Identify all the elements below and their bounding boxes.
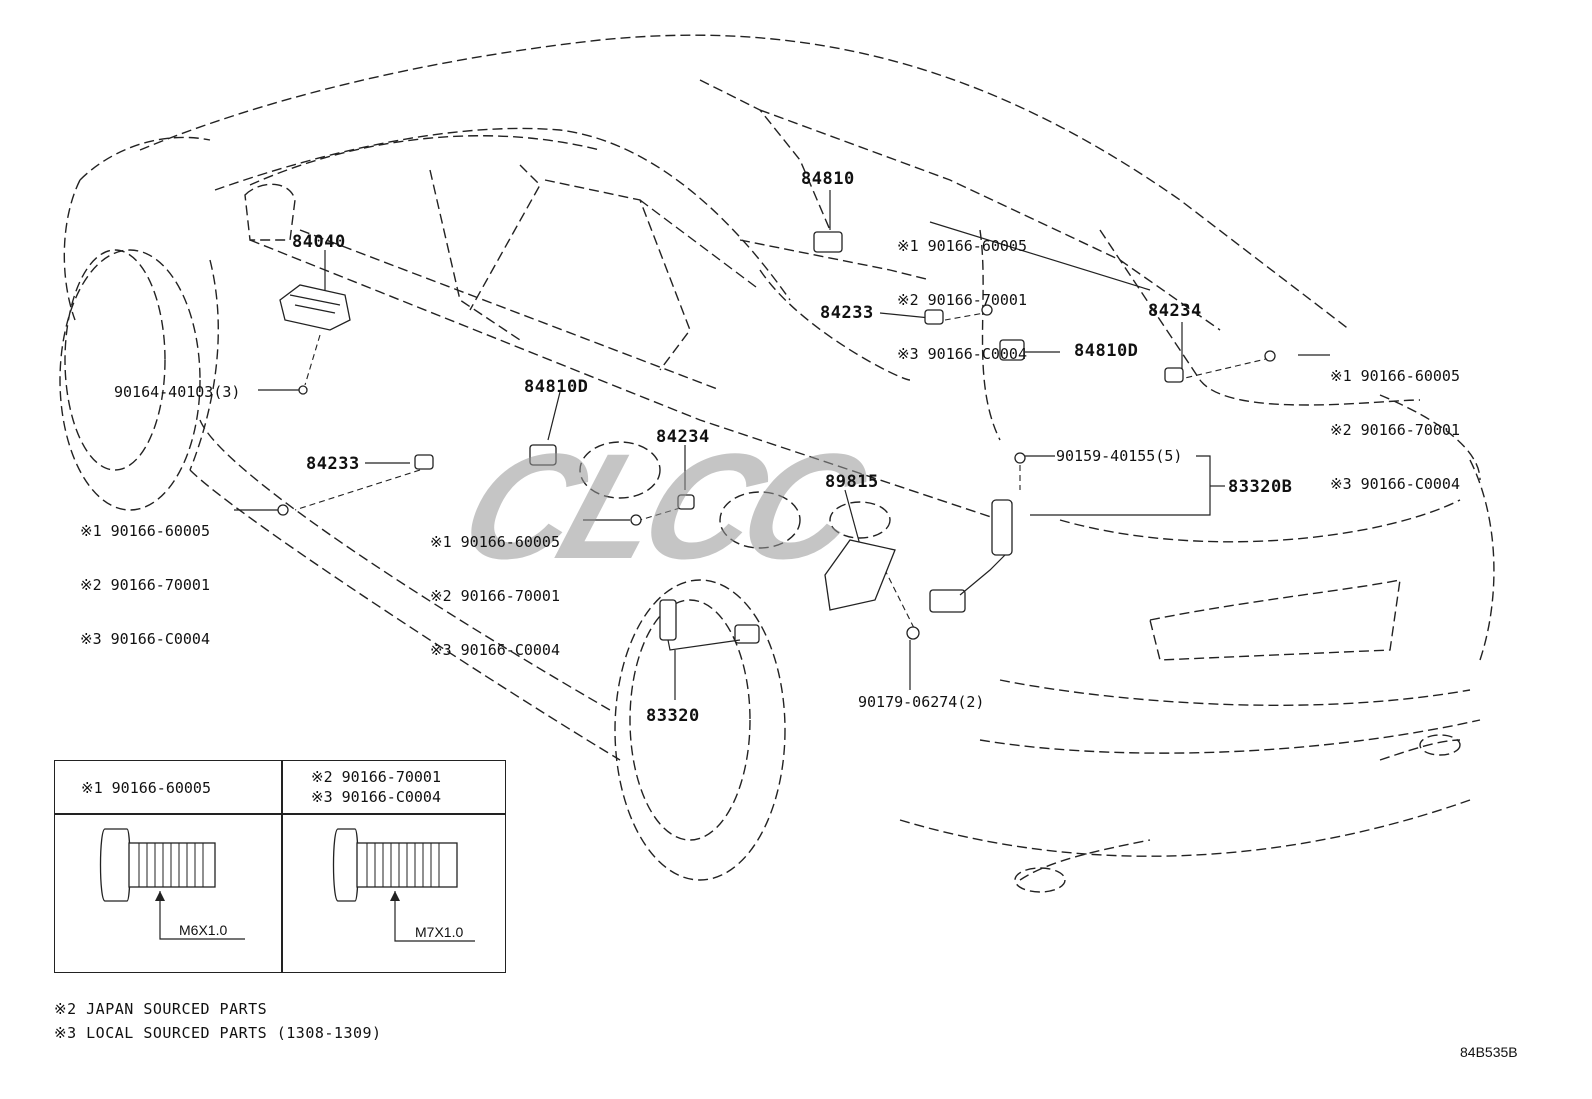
note-local-sourced: ※3 LOCAL SOURCED PARTS (1308-1309) <box>54 1024 382 1042</box>
screw-group-line: ※2 90166-70001 <box>897 291 1027 309</box>
figure-code: 84B535B <box>1460 1044 1518 1060</box>
legend-col1-dimension: M6X1.0 <box>179 922 228 938</box>
screw-group-line: ※3 90166-C0004 <box>430 641 560 659</box>
screw-group-line: ※2 90166-70001 <box>430 587 560 605</box>
part-label-84234-upper: 84234 <box>1148 301 1202 321</box>
table-divider-vertical <box>281 761 283 972</box>
screw-group-line: ※1 90166-60005 <box>1330 367 1460 385</box>
screw-group-line: ※2 90166-70001 <box>80 576 210 594</box>
part-label-84810D-lower: 84810D <box>524 377 589 397</box>
legend-col2-dimension: M7X1.0 <box>415 924 464 940</box>
legend-col1-header: ※1 90166-60005 <box>81 779 211 797</box>
screw-group-line: ※3 90166-C0004 <box>1330 475 1460 493</box>
part-label-89815: 89815 <box>825 472 879 492</box>
screw-group-line: ※1 90166-60005 <box>430 533 560 551</box>
part-label-84040: 84040 <box>292 232 346 252</box>
legend-col2-header-line2: ※3 90166-C0004 <box>311 788 441 806</box>
part-label-83320B: 83320B <box>1228 477 1293 497</box>
screw-group-middle: ※1 90166-60005 ※2 90166-70001 ※3 90166-C… <box>430 497 560 695</box>
screw-label-90179: 90179-06274(2) <box>858 693 985 711</box>
part-label-84810: 84810 <box>801 169 855 189</box>
part-label-84233-upper: 84233 <box>820 303 874 323</box>
screw-group-right: ※1 90166-60005 ※2 90166-70001 ※3 90166-C… <box>1330 331 1460 529</box>
screw-group-line: ※2 90166-70001 <box>1330 421 1460 439</box>
bolt-m6-shank <box>128 842 216 888</box>
legend-col2-header-line1: ※2 90166-70001 <box>311 768 441 786</box>
screw-legend-table: ※1 90166-60005 ※2 90166-70001 ※3 90166-C… <box>54 760 506 973</box>
bolt-m6-head <box>99 828 131 902</box>
screw-group-left: ※1 90166-60005 ※2 90166-70001 ※3 90166-C… <box>80 486 210 684</box>
bolt-illustrations <box>99 828 475 942</box>
part-label-84233-lower: 84233 <box>306 454 360 474</box>
part-label-84810D-upper: 84810D <box>1074 341 1139 361</box>
part-label-83320: 83320 <box>646 706 700 726</box>
table-divider-horizontal <box>55 813 505 815</box>
screw-group-line: ※1 90166-60005 <box>80 522 210 540</box>
bolt-m7-head <box>332 828 359 902</box>
screw-label-90159: 90159-40155(5) <box>1056 447 1183 465</box>
part-label-84234-lower: 84234 <box>656 427 710 447</box>
screw-label-90164: 90164-40103(3) <box>114 383 241 401</box>
note-japan-sourced: ※2 JAPAN SOURCED PARTS <box>54 1000 268 1018</box>
screw-group-top-center: ※1 90166-60005 ※2 90166-70001 ※3 90166-C… <box>897 201 1027 399</box>
screw-group-line: ※3 90166-C0004 <box>80 630 210 648</box>
screw-group-line: ※1 90166-60005 <box>897 237 1027 255</box>
screw-group-line: ※3 90166-C0004 <box>897 345 1027 363</box>
